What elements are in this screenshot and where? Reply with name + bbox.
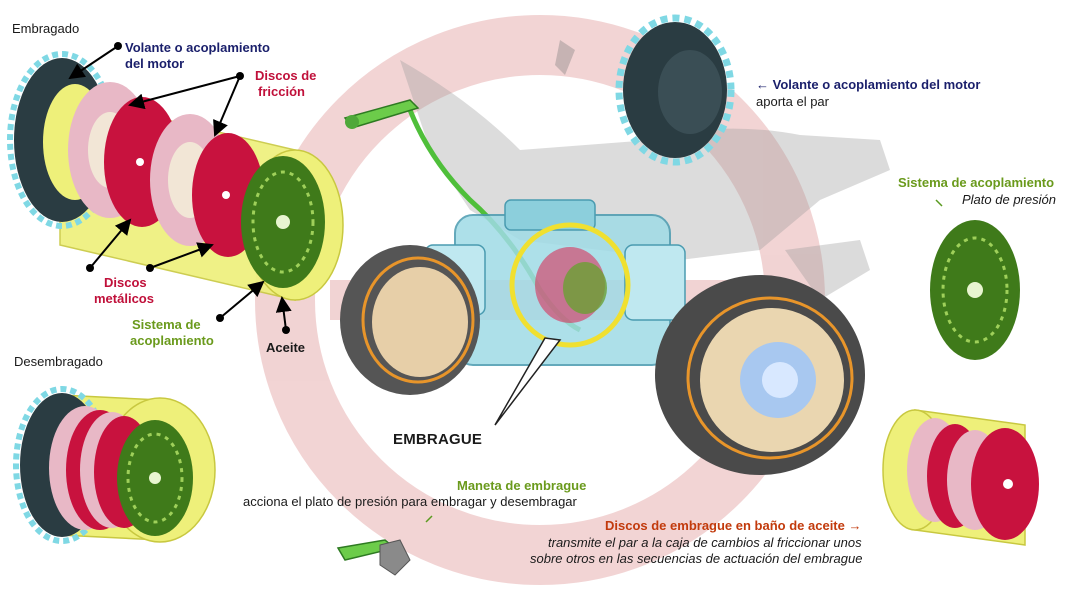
- right-volante-title: ← Volante o acoplamiento del motor: [756, 77, 981, 92]
- maneta-title: Maneta de embrague: [457, 478, 587, 493]
- front-wheel: [340, 245, 480, 395]
- maneta-desc: acciona el plato de presión para embraga…: [243, 494, 577, 509]
- discos-desc-line1: transmite el par a la caja de cambios al…: [548, 535, 862, 550]
- right-flywheel: [615, 14, 735, 166]
- right-volante-desc: aporta el par: [756, 94, 829, 109]
- metalicos-label-line1: Discos: [104, 275, 147, 290]
- engaged-leaders: [68, 45, 292, 331]
- friccion-label-line1: Discos de: [255, 68, 317, 83]
- volante-label-line1: Volante o acoplamiento: [125, 40, 270, 55]
- clutch-highlight: [494, 222, 631, 426]
- right-pressure-plate: [930, 220, 1020, 360]
- friccion-label-line2: fricción: [258, 84, 305, 99]
- sistema-label-line1: Sistema de: [132, 317, 201, 332]
- right-sistema-title: Sistema de acoplamiento: [898, 175, 1055, 190]
- volante-label-line2: del motor: [125, 56, 185, 71]
- right-sistema-desc: Plato de presión: [962, 192, 1056, 207]
- embrague-label: EMBRAGUE: [393, 431, 483, 448]
- clutch-lever-detail: [336, 539, 411, 576]
- aceite-label: Aceite: [266, 340, 306, 355]
- engaged-pressure-plate: [241, 156, 325, 288]
- discos-title: Discos de embrague en baño de aceite →: [605, 518, 862, 533]
- small-arrow-marks: [425, 199, 943, 523]
- rear-wheel: [655, 275, 865, 475]
- handlebar-lever: [343, 99, 420, 129]
- state-engaged-label: Embragado: [12, 21, 80, 36]
- discos-desc-line2: sobre otros en las secuencias de actuaci…: [530, 551, 863, 566]
- disengaged-pressure-plate: [117, 420, 193, 536]
- right-clutch-pack: [882, 409, 1039, 546]
- sistema-label-line2: acoplamiento: [130, 333, 214, 348]
- state-disengaged-label: Desembragado: [14, 354, 103, 369]
- metalicos-label-line2: metálicos: [94, 291, 154, 306]
- engaged-leader-dots: [86, 42, 290, 334]
